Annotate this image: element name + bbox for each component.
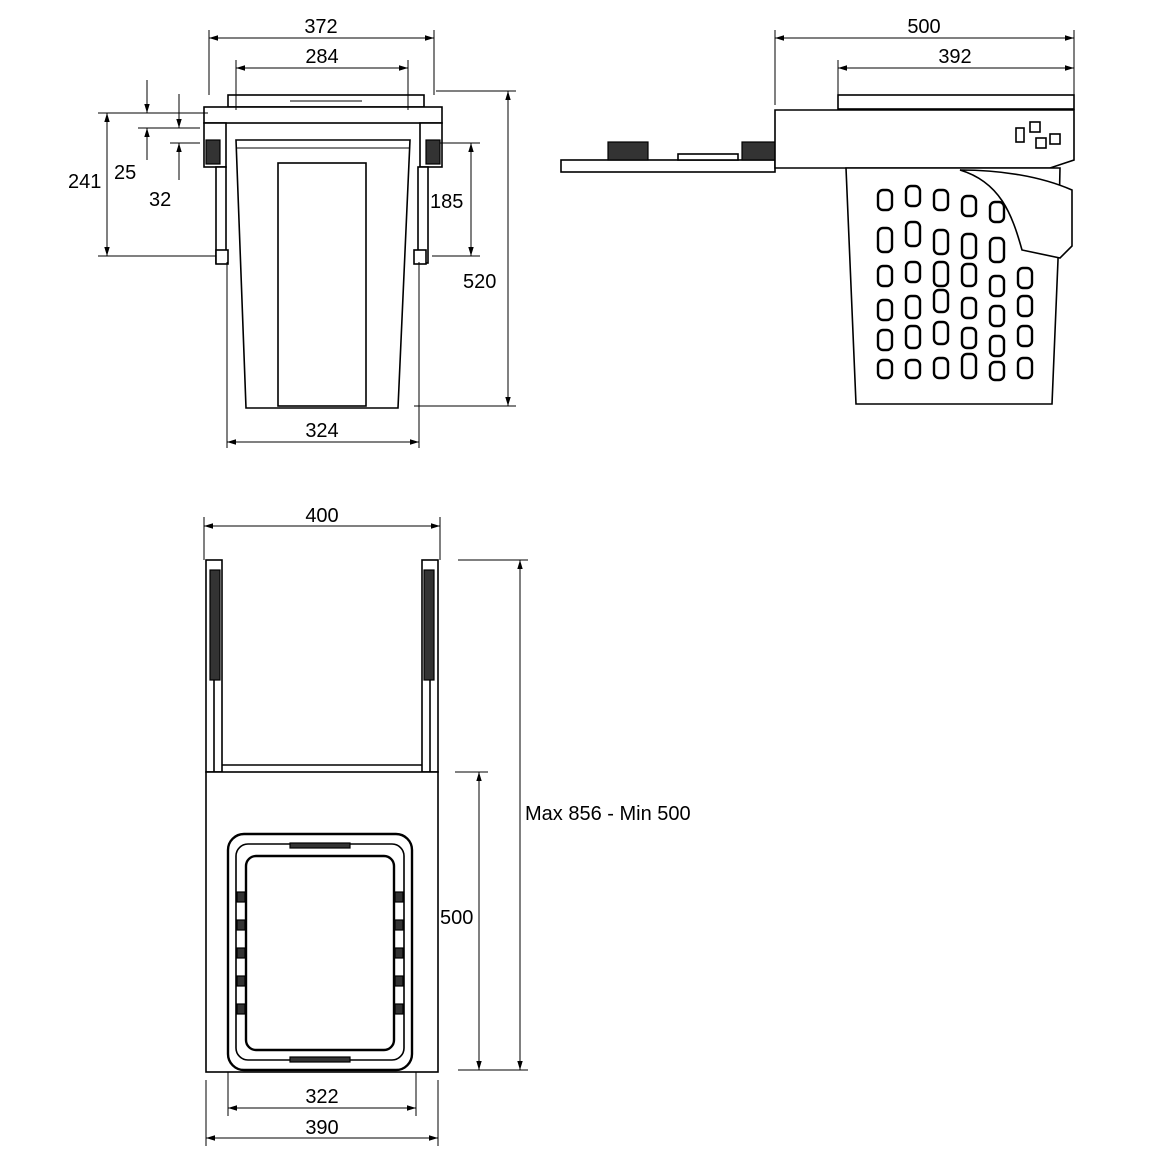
right-rail — [417, 166, 429, 264]
basket-side-slots — [236, 891, 404, 1015]
basket-opening — [244, 854, 396, 1052]
dim-extension-label: Max 856 - Min 500 — [525, 803, 691, 825]
dim-frame-500-label: 500 — [440, 907, 473, 929]
dim-390-label: 390 — [305, 1117, 338, 1139]
dim-324-label: 324 — [305, 420, 338, 442]
top-view: 400 Max 856 - Min 500 500 322 390 — [203, 505, 691, 1146]
left-rail — [215, 166, 227, 264]
laundry-basket — [845, 167, 1061, 405]
dim-392-label: 392 — [938, 46, 971, 68]
side-view: 500 392 — [560, 16, 1075, 405]
runner — [560, 159, 776, 173]
dim-322-label: 322 — [305, 1086, 338, 1108]
basket-top-outer — [226, 832, 414, 1072]
dim-32-label: 32 — [149, 189, 171, 211]
runner-clip-front — [607, 141, 649, 161]
dim-241-label: 241 — [68, 171, 101, 193]
dim-185-label: 185 — [430, 191, 463, 213]
bin-panel — [277, 162, 367, 407]
basket-holes — [876, 184, 1034, 382]
dim-372-label: 372 — [304, 16, 337, 38]
front-view: 372 284 241 25 32 185 520 — [68, 16, 516, 448]
side-frame — [774, 109, 1075, 169]
dim-400-label: 400 — [305, 505, 338, 527]
dim-side-500-label: 500 — [907, 16, 940, 38]
dim-284-label: 284 — [305, 46, 338, 68]
basket-handle — [959, 169, 1073, 259]
side-lid — [837, 94, 1075, 110]
bin-body — [235, 139, 411, 409]
dim-25-label: 25 — [114, 162, 136, 184]
lid-rim — [203, 106, 443, 124]
dim-520-label: 520 — [463, 271, 496, 293]
